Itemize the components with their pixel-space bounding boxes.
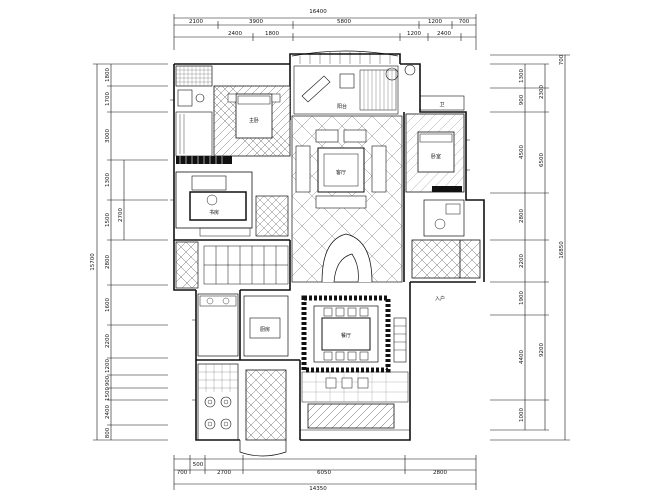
- svg-text:1500: 1500: [105, 387, 111, 401]
- svg-text:1200: 1200: [428, 19, 442, 25]
- windows: [170, 99, 470, 401]
- svg-text:1200: 1200: [407, 31, 421, 37]
- svg-text:9200: 9200: [539, 343, 545, 357]
- svg-text:2400: 2400: [228, 31, 242, 37]
- svg-text:1900: 1900: [519, 291, 525, 305]
- bath-right: [423, 199, 465, 237]
- svg-text:2700: 2700: [217, 470, 231, 476]
- svg-text:700: 700: [459, 19, 470, 25]
- svg-text:客厅: 客厅: [336, 169, 346, 176]
- svg-text:书房: 书房: [209, 209, 219, 216]
- closet: [175, 111, 232, 164]
- svg-text:6050: 6050: [317, 470, 331, 476]
- svg-text:卫: 卫: [439, 102, 444, 108]
- svg-text:6500: 6500: [539, 153, 545, 167]
- svg-text:2200: 2200: [519, 254, 525, 268]
- svg-text:4400: 4400: [519, 350, 525, 364]
- svg-text:2400: 2400: [437, 31, 451, 37]
- svg-text:900: 900: [519, 94, 525, 105]
- svg-text:700: 700: [559, 54, 565, 65]
- dimension-labels-right: 16850 6500 9200 1300 900 4500 2800 2200 …: [519, 54, 565, 422]
- study-room: 书房: [175, 171, 253, 237]
- dimension-labels-left: 15700 1800 1700 3000 1300 1500 2800 1600…: [90, 68, 124, 439]
- bath-top-left: [175, 65, 213, 107]
- svg-text:1800: 1800: [105, 68, 111, 82]
- tiled-corridor-left: [255, 195, 289, 237]
- svg-text:入户: 入户: [435, 295, 445, 302]
- svg-text:2400: 2400: [105, 405, 111, 419]
- lower-hall: [299, 371, 411, 441]
- dimension-labels-bottom: 700 500 2700 6050 2800 14350: [177, 462, 448, 492]
- svg-text:500: 500: [193, 462, 204, 468]
- master-bedroom: 主卧: [213, 85, 291, 157]
- svg-text:2800: 2800: [433, 470, 447, 476]
- svg-text:5800: 5800: [337, 19, 351, 25]
- living-room: 客厅: [291, 115, 403, 283]
- svg-text:14350: 14350: [309, 486, 327, 492]
- svg-text:餐厅: 餐厅: [341, 332, 351, 339]
- svg-text:2200: 2200: [105, 334, 111, 348]
- top-balcony: 阳台: [291, 50, 416, 115]
- svg-text:2100: 2100: [189, 19, 203, 25]
- svg-text:900: 900: [105, 375, 111, 386]
- svg-text:1500: 1500: [105, 213, 111, 227]
- tiled-corridor-lower: [239, 369, 287, 457]
- kitchen: 厨房: [197, 293, 289, 357]
- svg-text:阳台: 阳台: [337, 103, 347, 110]
- svg-text:1000: 1000: [519, 408, 525, 422]
- svg-text:16850: 16850: [559, 241, 565, 259]
- svg-text:1300: 1300: [519, 69, 525, 83]
- svg-text:2300: 2300: [539, 85, 545, 99]
- svg-text:主卧: 主卧: [249, 117, 259, 124]
- svg-text:1800: 1800: [265, 31, 279, 37]
- svg-text:16400: 16400: [309, 9, 327, 15]
- svg-text:3000: 3000: [105, 129, 111, 143]
- bedroom-2: 卧室 卫: [405, 95, 465, 193]
- svg-text:1200: 1200: [105, 359, 111, 373]
- svg-text:2800: 2800: [519, 209, 525, 223]
- dimension-lines: [93, 14, 570, 490]
- svg-text:800: 800: [105, 427, 111, 438]
- svg-text:2800: 2800: [105, 255, 111, 269]
- stair-hall: [175, 241, 289, 289]
- bath-lower-left: [197, 363, 239, 441]
- svg-text:3900: 3900: [249, 19, 263, 25]
- svg-text:2700: 2700: [118, 208, 124, 222]
- svg-text:15700: 15700: [90, 253, 96, 271]
- svg-text:700: 700: [177, 470, 188, 476]
- svg-text:1700: 1700: [105, 92, 111, 106]
- svg-text:1600: 1600: [105, 298, 111, 312]
- tiled-hall-right: 入户: [411, 239, 481, 302]
- svg-text:1300: 1300: [105, 173, 111, 187]
- dimension-labels-top: 16400 2100 3900 5800 1200 700 2400 1800 …: [189, 9, 470, 37]
- svg-text:4500: 4500: [519, 145, 525, 159]
- svg-text:卧室: 卧室: [431, 153, 441, 160]
- dining-room: 餐厅: [301, 295, 407, 373]
- svg-text:厨房: 厨房: [260, 326, 270, 333]
